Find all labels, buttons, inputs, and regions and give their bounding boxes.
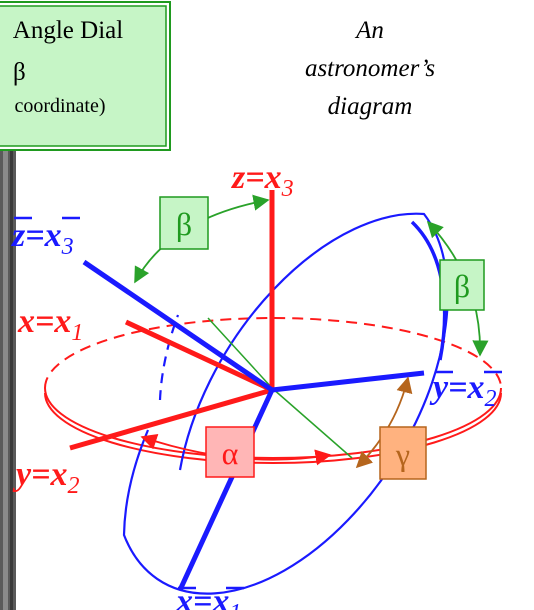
- label-z-sub: 3: [281, 176, 294, 202]
- label-y: y=x2: [12, 456, 79, 499]
- caption-line3: diagram: [328, 93, 413, 120]
- x-axis-line: [124, 319, 274, 393]
- y-axis-line: [69, 387, 273, 451]
- dial-note: coordinate): [14, 95, 105, 117]
- green-node-lines: [207, 317, 353, 459]
- label-x-main: x=x: [17, 303, 71, 340]
- label-y-sub: 2: [67, 473, 79, 499]
- gamma-arrow: [355, 376, 413, 469]
- beta-box-right: β: [439, 259, 485, 311]
- red-axes: [69, 190, 275, 451]
- label-zbar-sub: 3: [61, 234, 74, 260]
- svg-text:y=x2: y=x2: [429, 369, 496, 412]
- zbar-axis-line: [82, 259, 274, 393]
- label-x: x=x1: [17, 303, 83, 346]
- svg-text:y=x2: y=x2: [12, 456, 79, 499]
- ybar-axis-line: [271, 370, 425, 393]
- label-zbar: z=x3: [11, 216, 80, 260]
- caption-line2: astronomer’s: [305, 55, 435, 82]
- label-y-main: y=x: [12, 456, 67, 493]
- beta-box-upper: β: [159, 196, 209, 250]
- dial-title: Angle Dial: [13, 17, 123, 44]
- angle-dial-box: Angle Dial β coordinate): [0, 1, 171, 151]
- alpha-box: α: [205, 426, 255, 478]
- label-z-main: z=x: [231, 159, 282, 196]
- beta-label-right: β: [454, 268, 470, 304]
- svg-text:x=x1: x=x1: [17, 303, 83, 346]
- caption: An astronomer’s diagram: [305, 17, 435, 120]
- dial-symbol: β: [13, 59, 26, 86]
- label-x-sub: 1: [71, 320, 83, 346]
- xbar-axis-line: [177, 388, 275, 592]
- label-z: z=x3: [231, 159, 294, 202]
- blue-axes: [82, 259, 425, 592]
- svg-text:z=x3: z=x3: [11, 217, 74, 260]
- label-zbar-main: z=x: [11, 217, 62, 254]
- label-ybar-main: y=x: [429, 369, 484, 406]
- gamma-box: γ: [379, 426, 427, 480]
- alpha-label: α: [222, 435, 239, 471]
- label-xbar-sub: 1: [229, 600, 241, 610]
- caption-line1: An: [354, 17, 384, 44]
- svg-text:z=x3: z=x3: [231, 159, 294, 202]
- label-ybar-sub: 2: [484, 386, 496, 412]
- label-ybar: y=x2: [429, 369, 502, 412]
- background-photo-strip: [0, 150, 16, 610]
- gamma-label: γ: [395, 436, 410, 472]
- label-xbar: x=x1: [175, 583, 244, 610]
- beta-label-upper: β: [176, 206, 192, 242]
